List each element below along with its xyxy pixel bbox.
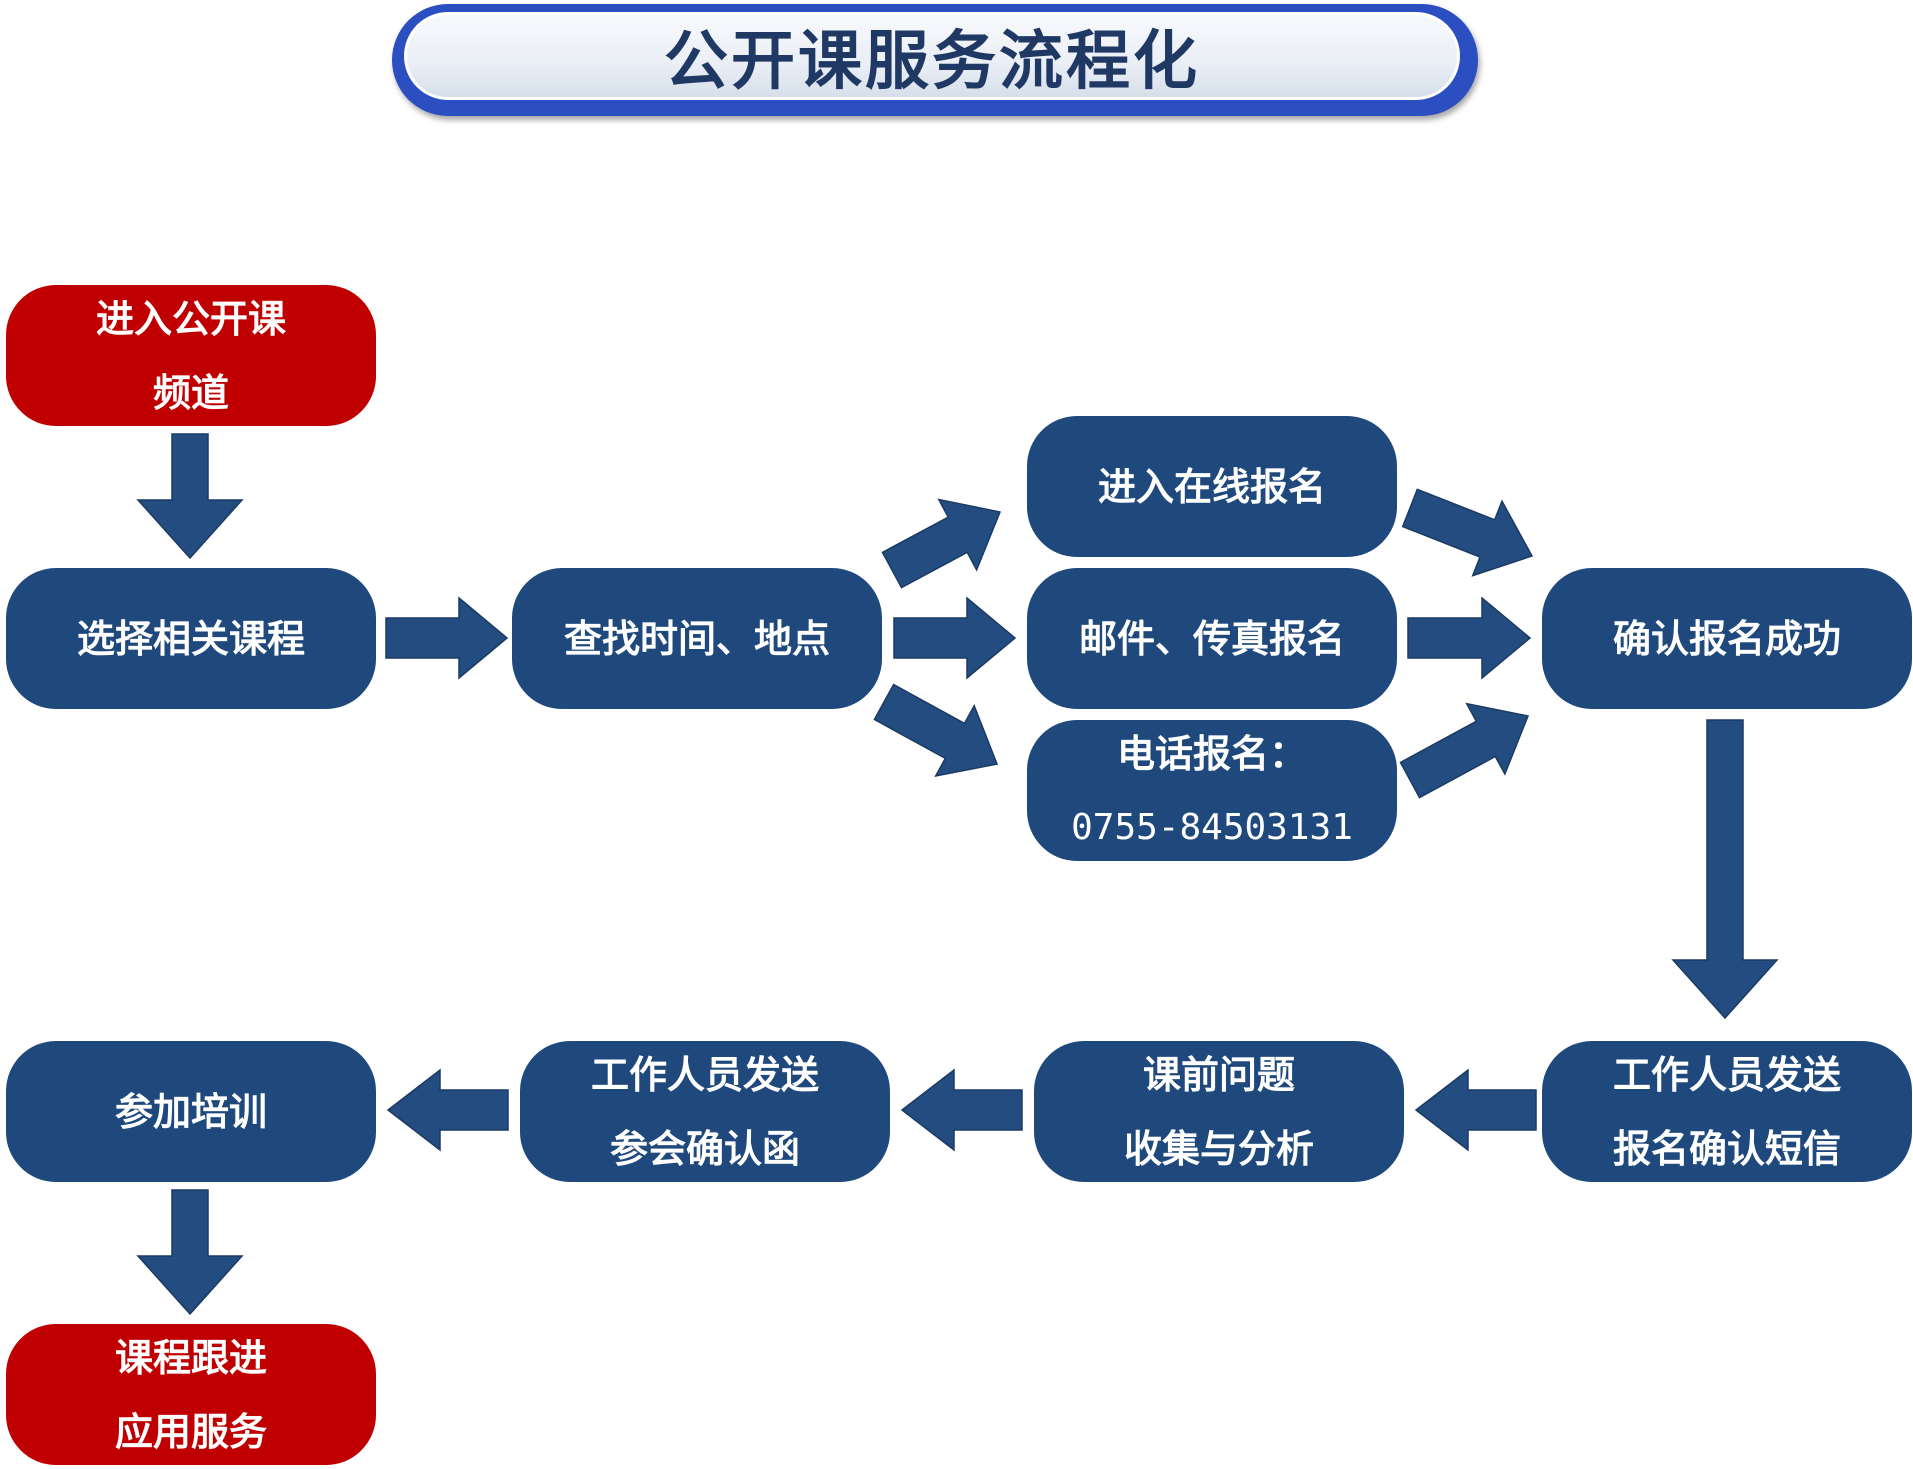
arrow-select-to-find — [385, 596, 509, 680]
step-label: 电话报名： — [1116, 731, 1307, 776]
step-mail-fax-signup: 邮件、传真报名 — [1027, 568, 1397, 709]
step-label: 查找时间、地点 — [563, 616, 830, 661]
step-label: 确认报名成功 — [1612, 616, 1841, 661]
arrow-sms-to-collect — [1414, 1068, 1537, 1152]
step-confirm-success: 确认报名成功 — [1542, 568, 1912, 709]
step-label: 课程跟进 — [114, 1335, 267, 1380]
step-find-time-place: 查找时间、地点 — [512, 568, 882, 709]
step-label: 报名确认短信 — [1612, 1126, 1841, 1171]
step-label: 工作人员发送 — [590, 1052, 819, 1097]
arrow-confirm-to-sms — [1671, 719, 1779, 1020]
arrow-phone-to-confirm — [1399, 702, 1530, 799]
arrow-collect-to-letter — [900, 1068, 1023, 1152]
step-enter-channel: 进入公开课 频道 — [6, 285, 376, 426]
arrow-letter-to-attend — [386, 1068, 509, 1152]
step-label: 频道 — [152, 370, 229, 415]
step-label: 课前问题 — [1142, 1052, 1295, 1097]
step-label: 参加培训 — [114, 1089, 267, 1134]
step-online-signup: 进入在线报名 — [1027, 416, 1397, 557]
arrow-start-to-select — [136, 433, 244, 560]
step-label: 应用服务 — [114, 1409, 267, 1454]
step-attend-training: 参加培训 — [6, 1041, 376, 1182]
step-label: 邮件、传真报名 — [1078, 616, 1345, 661]
step-select-course: 选择相关课程 — [6, 568, 376, 709]
title-banner: 公开课服务流程化 — [404, 12, 1460, 100]
arrow-find-to-online — [881, 498, 1002, 589]
step-follow-up: 课程跟进 应用服务 — [6, 1324, 376, 1465]
step-phone-signup: 电话报名： 0755-84503131 — [1027, 720, 1397, 861]
arrow-mail-to-confirm — [1407, 596, 1532, 680]
step-label: 进入在线报名 — [1097, 464, 1326, 509]
arrow-online-to-confirm — [1401, 488, 1534, 577]
arrow-find-to-phone — [873, 683, 999, 778]
step-send-letter: 工作人员发送 参会确认函 — [520, 1041, 890, 1182]
page-title: 公开课服务流程化 — [664, 25, 1200, 99]
step-label: 进入公开课 — [95, 296, 286, 341]
phone-number: 0755-84503131 — [1071, 806, 1353, 848]
step-label: 收集与分析 — [1123, 1126, 1314, 1171]
step-label: 参会确认函 — [609, 1126, 800, 1171]
arrow-find-to-mail — [893, 596, 1017, 680]
step-collect-questions: 课前问题 收集与分析 — [1034, 1041, 1404, 1182]
step-send-sms: 工作人员发送 报名确认短信 — [1542, 1041, 1912, 1182]
step-label: 选择相关课程 — [76, 616, 305, 661]
step-label: 工作人员发送 — [1612, 1052, 1841, 1097]
arrow-attend-to-follow — [136, 1189, 244, 1316]
